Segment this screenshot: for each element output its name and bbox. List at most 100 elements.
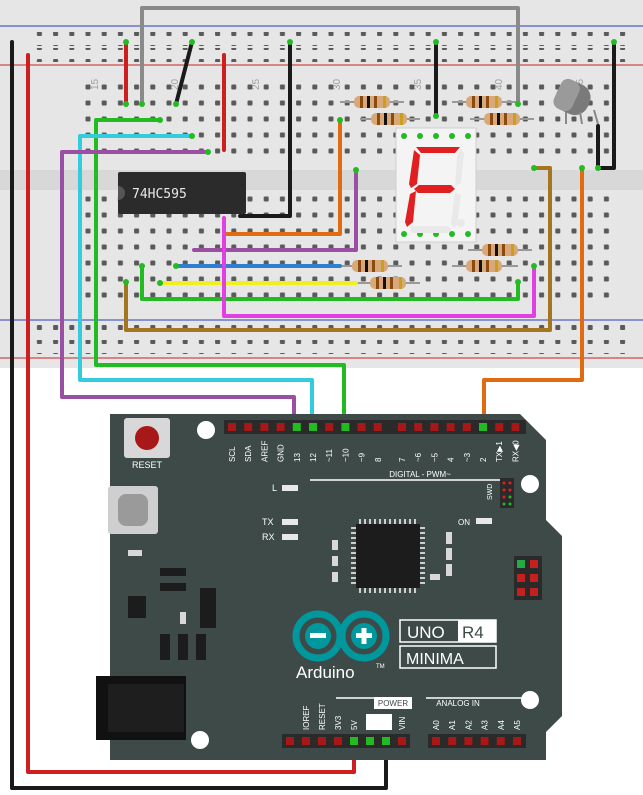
green-jumper bbox=[140, 264, 520, 301]
digital-pin-label: GND bbox=[277, 444, 286, 462]
analog-pin-label: A2 bbox=[464, 720, 473, 730]
digital-pin bbox=[244, 423, 253, 431]
shift-register-chip: 74HC595 bbox=[118, 172, 246, 214]
segment-d bbox=[410, 226, 452, 233]
digital-pin bbox=[430, 423, 439, 431]
segment-f bbox=[409, 150, 420, 188]
digital-pin-label: AREF bbox=[260, 441, 269, 462]
top-rail-holes-1 bbox=[28, 32, 628, 46]
resistors bbox=[336, 96, 534, 289]
usb-c-port bbox=[108, 486, 158, 534]
resistor bbox=[452, 260, 518, 272]
led-tx bbox=[282, 519, 298, 525]
digital-pin bbox=[479, 423, 487, 431]
mounting-hole bbox=[521, 691, 539, 709]
segment-g bbox=[414, 185, 455, 193]
reset-button[interactable] bbox=[124, 418, 170, 458]
black-jumper bbox=[174, 40, 194, 106]
analog-pin-label: A0 bbox=[432, 720, 441, 730]
column-number: 30 bbox=[332, 78, 343, 90]
digital-pin-label: RX◀0 bbox=[511, 440, 520, 462]
connection-markers bbox=[123, 39, 617, 286]
mounting-hole bbox=[191, 731, 209, 749]
model-minima: MINIMA bbox=[406, 651, 464, 668]
trademark: TM bbox=[376, 664, 385, 670]
segment-c bbox=[451, 192, 461, 228]
purple-wire bbox=[60, 150, 296, 432]
orange-signal-wire bbox=[482, 166, 584, 432]
analog-pin bbox=[496, 737, 505, 745]
power-pin-label: RESET bbox=[318, 703, 327, 730]
digital-pin bbox=[260, 423, 269, 431]
led-on-label: ON bbox=[458, 518, 470, 527]
black-transistor-wire bbox=[596, 40, 616, 170]
microcontroller-chip bbox=[351, 519, 425, 593]
resistor bbox=[356, 277, 420, 289]
column-number: 20 bbox=[170, 78, 181, 90]
digital-pin bbox=[228, 423, 236, 431]
resistor bbox=[360, 113, 420, 125]
digital-pwm-label: DIGITAL - PWM~ bbox=[389, 470, 451, 479]
arduino-logo bbox=[292, 610, 390, 662]
digital-pin-label: ~3 bbox=[463, 452, 472, 462]
digital-pin-label: 7 bbox=[398, 457, 407, 462]
top-rail-holes-2 bbox=[28, 48, 628, 62]
segment-e bbox=[405, 191, 416, 227]
model-badge bbox=[399, 619, 497, 669]
power-pin bbox=[302, 737, 310, 745]
power-pin bbox=[334, 737, 342, 745]
digital-pin bbox=[309, 423, 317, 431]
digital-pin-label: 8 bbox=[374, 457, 383, 462]
seven-segment-display: F bbox=[395, 127, 477, 243]
power-pin-label: 5V bbox=[350, 720, 359, 730]
black-gnd-wire bbox=[10, 40, 388, 790]
power-pin bbox=[398, 737, 406, 745]
power-pin-label: VIN bbox=[398, 716, 407, 730]
board-pcb bbox=[110, 414, 562, 760]
swd-header bbox=[500, 478, 514, 508]
black-ground-wire bbox=[238, 40, 292, 218]
digital-pin bbox=[341, 423, 350, 431]
analog-pin bbox=[448, 737, 457, 745]
digital-pin-label: 13 bbox=[293, 453, 302, 462]
model-uno: UNO bbox=[407, 623, 445, 642]
digital-pin bbox=[495, 423, 504, 431]
digital-pin-label: SCL bbox=[228, 446, 237, 462]
digital-pin bbox=[357, 423, 366, 431]
resistor bbox=[336, 260, 402, 272]
digital-pin-label: TX▶1 bbox=[495, 441, 504, 462]
power-pin bbox=[318, 737, 326, 745]
power-pin bbox=[382, 737, 390, 745]
resistor bbox=[468, 244, 532, 256]
digital-pin bbox=[511, 423, 520, 431]
cyan-wire bbox=[78, 134, 314, 432]
segment-b bbox=[455, 149, 464, 186]
digital-pin bbox=[276, 423, 285, 431]
digital-pin-label: ~10 bbox=[341, 448, 350, 462]
analog-header bbox=[428, 734, 526, 748]
analog-pin-label: A4 bbox=[497, 720, 506, 730]
digital-pin bbox=[292, 423, 301, 431]
led-l-label: L bbox=[272, 483, 277, 493]
analog-pin bbox=[432, 737, 440, 745]
mounting-hole bbox=[197, 421, 215, 439]
brown-wire bbox=[124, 166, 552, 332]
smd-passives bbox=[128, 532, 452, 624]
led-rx-label: RX bbox=[262, 532, 275, 542]
digital-pin bbox=[446, 423, 455, 431]
smd-components bbox=[128, 568, 216, 660]
purple-jumper bbox=[192, 168, 358, 252]
digital-pin bbox=[373, 423, 382, 431]
analog-pin bbox=[513, 737, 521, 745]
bottom-rail-holes-2 bbox=[28, 340, 628, 354]
column-number: 35 bbox=[413, 78, 424, 90]
green-wire bbox=[94, 118, 346, 432]
power-section-label: POWER bbox=[378, 699, 408, 708]
led-rx bbox=[282, 534, 298, 540]
analog-pin bbox=[480, 737, 489, 745]
power-pin bbox=[366, 737, 374, 745]
digital-pin bbox=[325, 423, 334, 431]
digital-pin-label: ~6 bbox=[414, 452, 423, 462]
digital-header bbox=[224, 420, 526, 434]
